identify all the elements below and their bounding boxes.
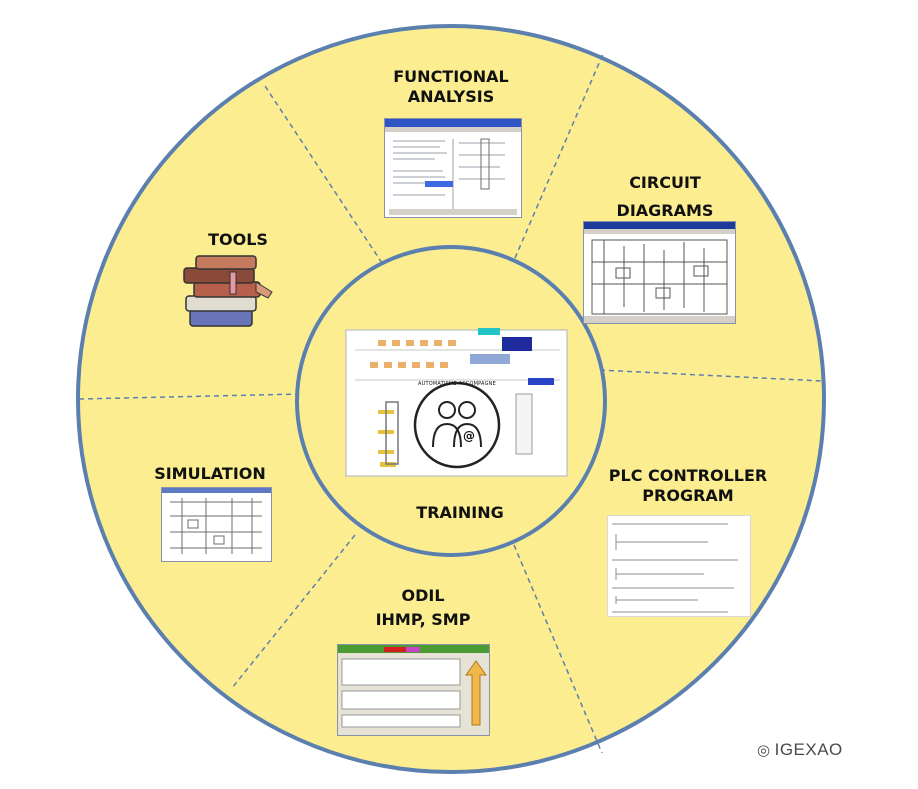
label-plc-controller-program-1: PLC CONTROLLER (608, 466, 768, 485)
watermark-text: IGEXAO (774, 740, 843, 759)
divider-right (599, 369, 823, 382)
odil-thumbnail (337, 644, 490, 736)
label-circuit-diagrams-1: CIRCUIT (629, 173, 701, 192)
label-functional-analysis-2: ANALYSIS (407, 87, 495, 106)
label-odil-1: ODIL (401, 586, 445, 605)
label-functional-analysis-1: FUNCTIONAL (393, 67, 509, 86)
plc-program-thumbnail (607, 515, 751, 617)
software-window-icon (385, 119, 521, 215)
label-odil-2: IHMP, SMP (375, 610, 471, 629)
divider-bottom-left (231, 534, 356, 689)
books-icon (183, 255, 273, 327)
segment-dividers (79, 53, 823, 754)
divider-left (79, 393, 301, 400)
circuit-schematic-icon (584, 222, 735, 323)
logo-symbol: @ (463, 429, 475, 443)
center-training-label: TRAINING (416, 503, 504, 522)
circuit-diagrams-thumbnail (583, 221, 736, 324)
ladder-listing-icon (612, 523, 738, 613)
functional-analysis-thumbnail (384, 118, 522, 218)
divider-top-right (514, 53, 604, 259)
label-plc-controller-program-2: PROGRAM (642, 486, 734, 505)
wechat-icon: ◎ (757, 742, 771, 759)
simulation-thumbnail (161, 487, 272, 562)
label-simulation: SIMULATION (154, 464, 266, 483)
watermark: ◎IGEXAO (757, 740, 843, 760)
label-tools: TOOLS (208, 230, 268, 249)
hmi-screen-icon (338, 645, 489, 728)
books-thumbnail (176, 252, 276, 332)
label-circuit-diagrams-2: DIAGRAMS (616, 201, 714, 220)
training-image (345, 328, 568, 477)
simulation-schematic-icon (162, 488, 271, 554)
divider-bottom-right (513, 544, 603, 754)
logo-text: AUTOMATISME ACCOMPAGNE (418, 381, 496, 387)
